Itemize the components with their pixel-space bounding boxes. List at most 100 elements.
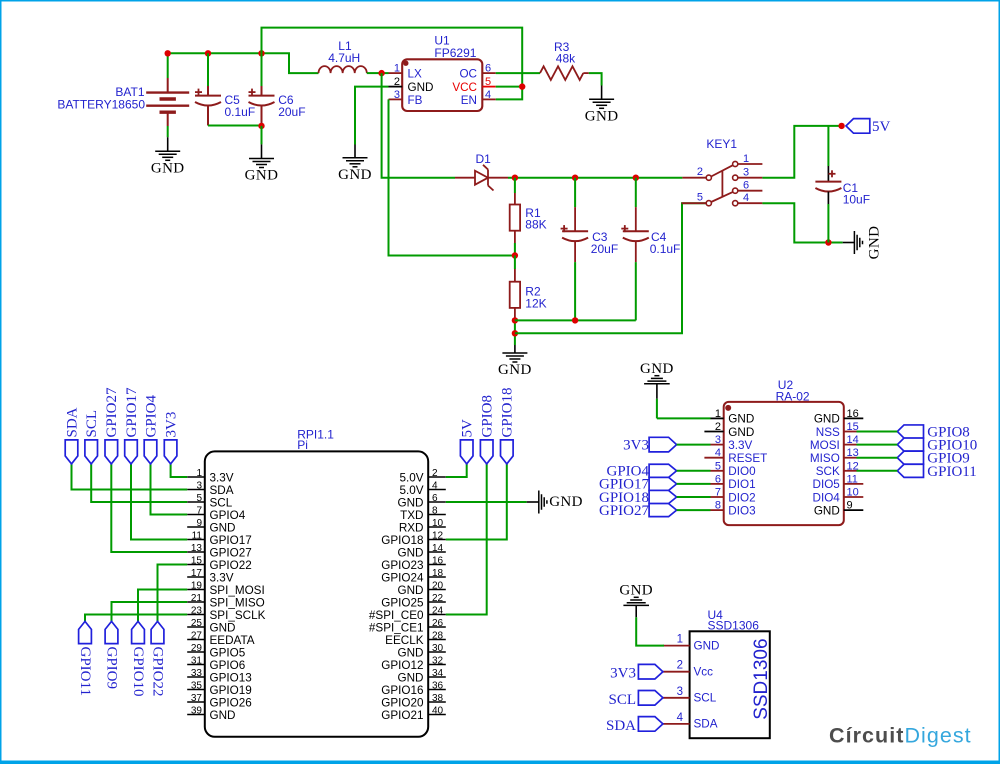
svg-text:KEY1: KEY1 (706, 137, 737, 151)
svg-text:GPIO11: GPIO11 (77, 647, 93, 696)
svg-text:5.0V: 5.0V (399, 484, 423, 497)
svg-text:GND: GND (694, 639, 720, 652)
svg-text:8: 8 (432, 506, 438, 517)
svg-text:12: 12 (432, 531, 444, 542)
svg-text:SDA: SDA (694, 718, 718, 731)
svg-text:U1: U1 (434, 34, 450, 48)
svg-text:GPIO12: GPIO12 (381, 659, 423, 672)
svg-text:DIO2: DIO2 (728, 491, 755, 504)
svg-text:2: 2 (697, 166, 703, 178)
svg-text:GND: GND (398, 584, 424, 597)
svg-text:DIO1: DIO1 (728, 478, 755, 491)
svg-text:38: 38 (432, 693, 444, 704)
svg-text:RESET: RESET (728, 452, 767, 465)
svg-text:SCL: SCL (694, 692, 717, 705)
svg-text:3V3: 3V3 (163, 412, 179, 438)
svg-text:MISO: MISO (810, 452, 840, 465)
svg-text:GPIO20: GPIO20 (381, 696, 424, 709)
svg-text:3V3: 3V3 (610, 666, 636, 682)
svg-text:R3: R3 (554, 40, 570, 54)
svg-text:GPIO25: GPIO25 (381, 596, 424, 609)
svg-text:BATTERY18650: BATTERY18650 (57, 98, 145, 112)
svg-text:BAT1: BAT1 (115, 85, 144, 99)
svg-text:19: 19 (191, 581, 203, 592)
svg-text:2: 2 (432, 468, 438, 479)
svg-text:U2: U2 (778, 378, 794, 392)
svg-text:GPIO17: GPIO17 (599, 477, 650, 493)
svg-text:R2: R2 (525, 285, 541, 299)
svg-text:3.3V: 3.3V (728, 439, 752, 452)
svg-text:11: 11 (847, 473, 858, 485)
svg-text:Pi: Pi (297, 438, 308, 452)
svg-text:15: 15 (847, 421, 859, 433)
svg-text:TXD: TXD (400, 509, 423, 522)
svg-text:GPIO16: GPIO16 (381, 684, 423, 697)
svg-text:18: 18 (432, 568, 444, 579)
svg-text:GND: GND (210, 621, 236, 634)
svg-text:SPI_MOSI: SPI_MOSI (210, 584, 265, 597)
svg-text:4: 4 (485, 89, 491, 101)
svg-text:5.0V: 5.0V (399, 471, 423, 484)
svg-text:GPIO18: GPIO18 (599, 490, 649, 506)
svg-text:GPIO4: GPIO4 (210, 509, 246, 522)
svg-text:GPIO9: GPIO9 (103, 647, 119, 690)
svg-text:GPIO27: GPIO27 (599, 503, 650, 519)
svg-text:MOSI: MOSI (810, 439, 840, 452)
svg-text:88K: 88K (525, 218, 546, 232)
svg-text:20: 20 (432, 581, 444, 592)
svg-text:31: 31 (191, 656, 203, 667)
svg-text:EECLK: EECLK (385, 634, 424, 647)
svg-text:5: 5 (196, 493, 202, 504)
svg-text:U4: U4 (708, 608, 724, 622)
svg-text:37: 37 (191, 693, 203, 704)
svg-text:DIO4: DIO4 (813, 491, 841, 504)
svg-text:14: 14 (847, 434, 859, 446)
svg-text:GND: GND (338, 167, 372, 183)
svg-text:#SPI_CE1: #SPI_CE1 (369, 621, 424, 634)
svg-text:GND: GND (245, 168, 279, 184)
svg-text:10uF: 10uF (843, 193, 870, 207)
svg-text:DIO3: DIO3 (728, 504, 755, 517)
svg-text:GPIO27: GPIO27 (210, 546, 252, 559)
svg-text:RXD: RXD (399, 521, 424, 534)
svg-text:VCC: VCC (452, 81, 477, 94)
svg-text:0.1uF: 0.1uF (225, 105, 256, 119)
svg-text:4.7uH: 4.7uH (328, 51, 360, 65)
svg-text:GPIO17: GPIO17 (210, 534, 252, 547)
svg-text:6: 6 (485, 63, 491, 75)
svg-text:5V: 5V (460, 419, 476, 438)
svg-text:GPIO5: GPIO5 (210, 646, 246, 659)
svg-text:28: 28 (432, 631, 444, 642)
svg-text:1: 1 (743, 153, 749, 165)
svg-text:#SPI_CE0: #SPI_CE0 (369, 609, 424, 622)
svg-text:GND: GND (398, 671, 424, 684)
svg-text:5: 5 (715, 460, 721, 472)
svg-text:SCL: SCL (84, 410, 100, 438)
svg-text:30: 30 (432, 643, 444, 654)
svg-text:GND: GND (398, 546, 424, 559)
svg-text:SPI_MISO: SPI_MISO (210, 596, 265, 609)
svg-text:D1: D1 (476, 152, 492, 166)
svg-text:23: 23 (191, 606, 203, 617)
svg-text:21: 21 (191, 593, 203, 604)
svg-text:GND: GND (549, 494, 583, 510)
svg-text:L1: L1 (338, 39, 352, 53)
svg-text:FP6291: FP6291 (434, 46, 476, 60)
svg-text:1: 1 (715, 408, 721, 420)
svg-text:9: 9 (196, 518, 202, 529)
svg-text:R1: R1 (525, 206, 541, 220)
svg-text:17: 17 (191, 568, 203, 579)
svg-text:GPIO26: GPIO26 (210, 696, 252, 709)
svg-text:3: 3 (715, 434, 721, 446)
svg-text:27: 27 (191, 631, 203, 642)
svg-text:GPIO9: GPIO9 (927, 451, 970, 467)
svg-text:4: 4 (677, 712, 684, 724)
svg-text:13: 13 (847, 447, 859, 459)
svg-text:GPIO22: GPIO22 (149, 647, 165, 697)
svg-text:SSD1306: SSD1306 (751, 638, 772, 719)
svg-text:CírcuitDigest: CírcuitDigest (829, 724, 972, 748)
svg-text:Vcc: Vcc (694, 666, 714, 679)
svg-text:8: 8 (715, 500, 721, 512)
svg-text:24: 24 (432, 606, 444, 617)
svg-text:GND: GND (408, 81, 434, 94)
